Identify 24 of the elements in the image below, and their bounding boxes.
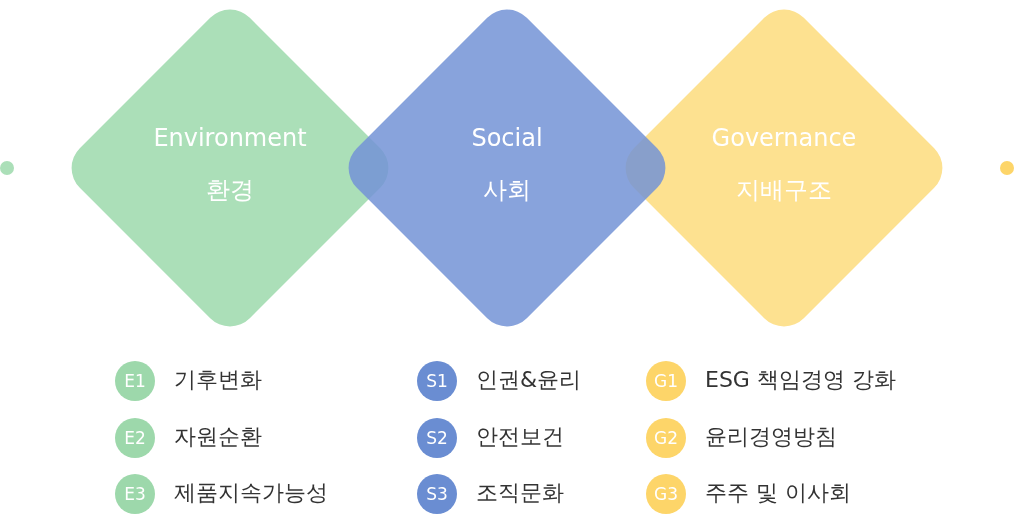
- item-label: 조직문화: [476, 479, 564, 507]
- item-label: 윤리경영방침: [705, 423, 837, 451]
- item-label: 안전보건: [476, 423, 564, 451]
- category-title: Governance: [710, 124, 858, 152]
- category-subtitle: 환경: [205, 175, 255, 206]
- code-badge: E2: [115, 418, 155, 458]
- code-badge: E3: [115, 474, 155, 514]
- category-title: Environment: [152, 124, 308, 152]
- code-badge: E1: [115, 361, 155, 401]
- item-label: 주주 및 이사회: [705, 479, 851, 507]
- code-badge: G2: [646, 418, 686, 458]
- category-title: Social: [470, 124, 544, 152]
- code-badge: S1: [417, 361, 457, 401]
- item-label: 자원순환: [174, 423, 262, 451]
- code-badge: G1: [646, 361, 686, 401]
- item-label: 인권&윤리: [476, 366, 582, 394]
- code-badge: S3: [417, 474, 457, 514]
- item-label: ESG 책임경영 강화: [705, 366, 896, 394]
- code-badge: S2: [417, 418, 457, 458]
- item-label: 제품지속가능성: [174, 479, 328, 507]
- item-label: 기후변화: [174, 366, 262, 394]
- category-subtitle: 사회: [482, 175, 532, 206]
- category-subtitle: 지배구조: [735, 175, 833, 206]
- code-badge: G3: [646, 474, 686, 514]
